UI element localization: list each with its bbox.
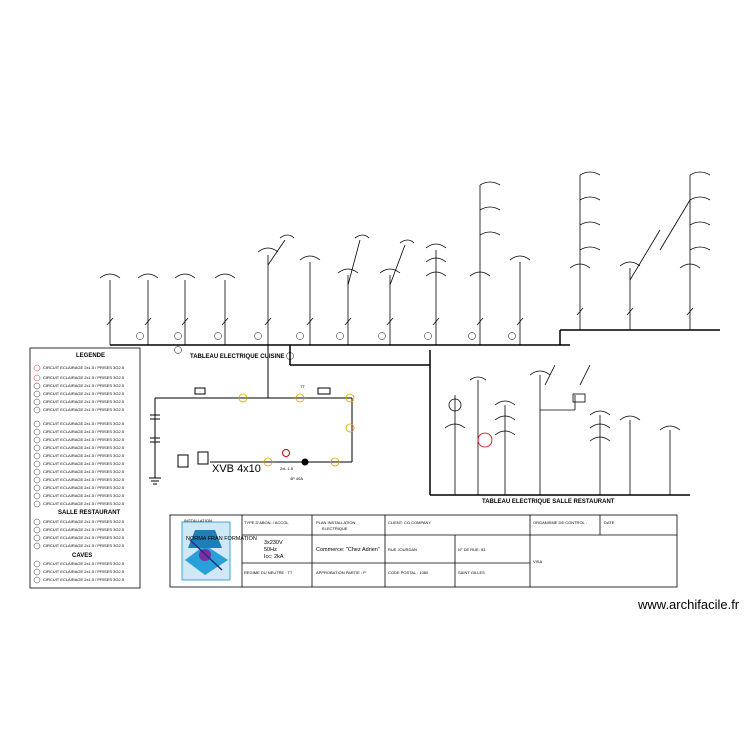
svg-text:CIRCUIT ECLAIRAGE 2x1.5 / PRIS: CIRCUIT ECLAIRAGE 2x1.5 / PRISES 3G2.5 [43, 577, 125, 582]
contact-icon [301, 458, 309, 466]
plan-sub: ELECTRIQUE [322, 526, 348, 531]
legend-title: LEGENDE [76, 353, 105, 359]
legend-section-caves: CAVES [72, 553, 92, 559]
commerce-name: Commerce: "Chez Adrien" [316, 547, 380, 553]
legend-panel [29, 347, 141, 589]
logo-caption: INSTALLATION [184, 518, 212, 523]
legend-lines: CIRCUIT ECLAIRAGE 2x1.5 / PRISES 3G2.5 C… [43, 365, 125, 582]
kitchen-breakers [106, 307, 694, 326]
svg-text:CIRCUIT ECLAIRAGE 2x1.5 / PRIS: CIRCUIT ECLAIRAGE 2x1.5 / PRISES 3G2.5 [43, 445, 125, 450]
legend-section-salle: SALLE RESTAURANT [58, 510, 121, 516]
svg-text:CIRCUIT ECLAIRAGE 2x1.5 / PRIS: CIRCUIT ECLAIRAGE 2x1.5 / PRISES 3G2.5 [43, 535, 125, 540]
visa-label: VISA [533, 559, 542, 564]
kitchen-feeders [99, 171, 711, 345]
restaurant-feeders [444, 364, 681, 495]
svg-text:CIRCUIT ECLAIRAGE 2x1.5 / PRIS: CIRCUIT ECLAIRAGE 2x1.5 / PRISES 3G2.5 [43, 501, 125, 506]
svg-text:CIRCUIT ECLAIRAGE 2x1.5 / PRIS: CIRCUIT ECLAIRAGE 2x1.5 / PRISES 3G2.5 [43, 461, 125, 466]
tableau-cuisine-title: TABLEAU ELECTRIQUE CUISINE [190, 354, 285, 360]
regime-neutre: REGIME DU NEUTRE : TT [244, 570, 293, 575]
main-breaker-off-icon [282, 449, 290, 457]
approbation: APPROBATION PARTIE : P [316, 570, 366, 575]
earth-label: TT [300, 384, 305, 389]
kitchen-circuit-text: 2xL 1.5 [280, 466, 294, 471]
svg-text:CIRCUIT ECLAIRAGE 2x1.5 / PRIS: CIRCUIT ECLAIRAGE 2x1.5 / PRISES 3G2.5 [43, 561, 125, 566]
client-label: CLIENT: CO COMPANY [388, 520, 431, 525]
organisme-label: ORGANISME DE CONTROL : [533, 520, 587, 525]
svg-text:CIRCUIT ECLAIRAGE 2x1.5 / PRIS: CIRCUIT ECLAIRAGE 2x1.5 / PRISES 3G2.5 [43, 493, 125, 498]
svg-text:CIRCUIT ECLAIRAGE 2x1.5 / PRIS: CIRCUIT ECLAIRAGE 2x1.5 / PRISES 3G2.5 [43, 485, 125, 490]
svg-text:CIRCUIT ECLAIRAGE 2x1.5 / PRIS: CIRCUIT ECLAIRAGE 2x1.5 / PRISES 3G2.5 [43, 399, 125, 404]
svg-text:CIRCUIT ECLAIRAGE 2x1.5 / PRIS: CIRCUIT ECLAIRAGE 2x1.5 / PRISES 3G2.5 [43, 407, 125, 412]
svg-text:CIRCUIT ECLAIRAGE 2x1.5 / PRIS: CIRCUIT ECLAIRAGE 2x1.5 / PRISES 3G2.5 [43, 375, 125, 380]
svg-text:CIRCUIT ECLAIRAGE 2x1.5 / PRIS: CIRCUIT ECLAIRAGE 2x1.5 / PRISES 3G2.5 [43, 365, 125, 370]
circuit-number-markers [136, 332, 516, 360]
icc: Icc: 2kA [264, 554, 284, 560]
date-label: DATE [604, 520, 615, 525]
numero-rue: N° DE RUE: 93 [458, 547, 486, 552]
code-postal: CODE POSTAL : 1060 [388, 570, 429, 575]
svg-text:CIRCUIT ECLAIRAGE 2x1.5 / PRIS: CIRCUIT ECLAIRAGE 2x1.5 / PRISES 3G2.5 [43, 527, 125, 532]
legend-symbols [33, 364, 41, 584]
svg-text:CIRCUIT ECLAIRAGE 2x1.5 / PRIS: CIRCUIT ECLAIRAGE 2x1.5 / PRISES 3G2.5 [43, 453, 125, 458]
svg-text:CIRCUIT ECLAIRAGE 2x1.5 / PRIS: CIRCUIT ECLAIRAGE 2x1.5 / PRISES 3G2.5 [43, 569, 125, 574]
supply-loop [149, 345, 353, 485]
breaker-label: 4P 40A [290, 476, 303, 481]
voltage: 3x230V [264, 540, 283, 546]
rue: RUE JOURDAN [388, 547, 417, 552]
frequency: 50Hz [264, 547, 277, 553]
svg-text:CIRCUIT ECLAIRAGE 2x1.5 / PRIS: CIRCUIT ECLAIRAGE 2x1.5 / PRISES 3G2.5 [43, 519, 125, 524]
svg-text:CIRCUIT ECLAIRAGE 2x1.5 / PRIS: CIRCUIT ECLAIRAGE 2x1.5 / PRISES 3G2.5 [43, 469, 125, 474]
svg-text:CIRCUIT ECLAIRAGE 2x1.5 / PRIS: CIRCUIT ECLAIRAGE 2x1.5 / PRISES 3G2.5 [43, 421, 125, 426]
svg-text:CIRCUIT ECLAIRAGE 2x1.5 / PRIS: CIRCUIT ECLAIRAGE 2x1.5 / PRISES 3G2.5 [43, 383, 125, 388]
type-label: TYPE D'ABON. / ACCOL [244, 520, 289, 525]
tableau-salle-title: TABLEAU ELECTRIQUE SALLE RESTAURANT [482, 499, 615, 505]
svg-text:CIRCUIT ECLAIRAGE 2x1.5 / PRIS: CIRCUIT ECLAIRAGE 2x1.5 / PRISES 3G2.5 [43, 477, 125, 482]
junction-points [238, 393, 355, 467]
title-block [169, 514, 678, 588]
watermark: www.archifacile.fr [637, 597, 740, 612]
cable-label: XVB 4x10 [212, 463, 261, 475]
svg-text:CIRCUIT ECLAIRAGE 2x1.5 / PRIS: CIRCUIT ECLAIRAGE 2x1.5 / PRISES 3G2.5 [43, 543, 125, 548]
logo-title: NORMA FRAN FORMATION [186, 536, 257, 542]
cartouche-logo [172, 517, 240, 585]
svg-text:CIRCUIT ECLAIRAGE 2x1.5 / PRIS: CIRCUIT ECLAIRAGE 2x1.5 / PRISES 3G2.5 [43, 391, 125, 396]
svg-text:CIRCUIT ECLAIRAGE 2x1.5 / PRIS: CIRCUIT ECLAIRAGE 2x1.5 / PRISES 3G2.5 [43, 429, 125, 434]
kitchen-busbar [110, 329, 720, 496]
svg-text:CIRCUIT ECLAIRAGE 2x1.5 / PRIS: CIRCUIT ECLAIRAGE 2x1.5 / PRISES 3G2.5 [43, 437, 125, 442]
plan-label: PLAN INSTALLATION [316, 520, 356, 525]
saint-gilles: SAINT GILLES [458, 570, 485, 575]
